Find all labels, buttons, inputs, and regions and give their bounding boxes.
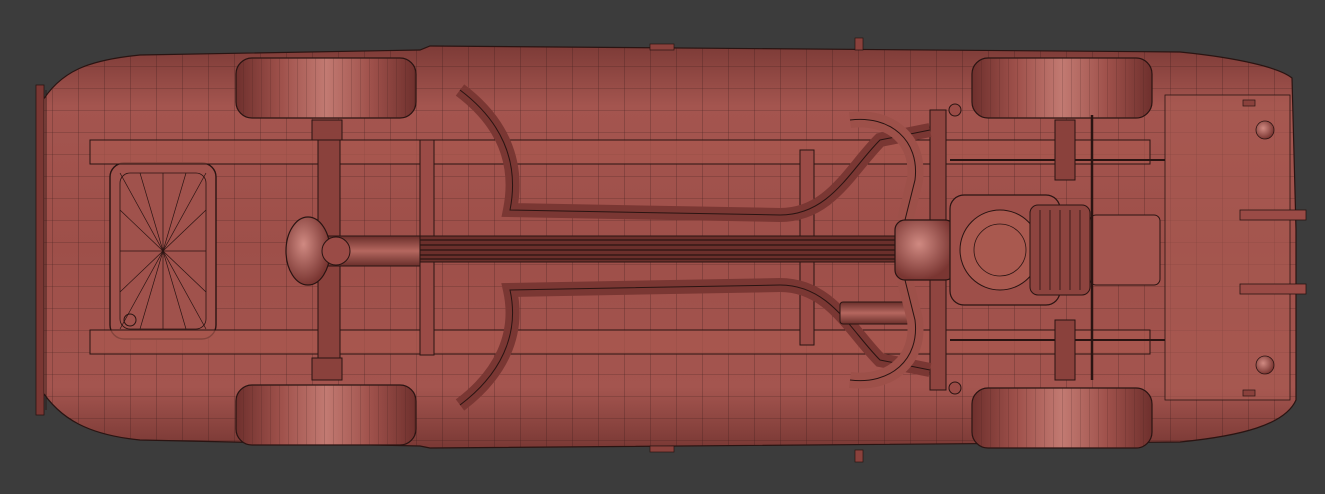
rear-left-tire bbox=[235, 57, 417, 119]
rear-suspension-mount bbox=[311, 119, 343, 381]
exhaust-pipe-left bbox=[455, 84, 932, 223]
crossover-pipe bbox=[849, 111, 924, 389]
mounting-tabs bbox=[649, 37, 1256, 463]
rear-bumper bbox=[35, 84, 47, 416]
front-left-tire bbox=[971, 57, 1153, 119]
transmission bbox=[894, 219, 956, 281]
front-right-tire bbox=[971, 387, 1153, 449]
differential bbox=[285, 216, 351, 286]
spare-tire-well bbox=[109, 162, 217, 340]
engine-block bbox=[949, 194, 1161, 306]
driveshaft bbox=[419, 235, 911, 263]
front-bumper bbox=[1164, 94, 1307, 401]
muffler bbox=[839, 301, 911, 325]
exhaust-pipe-right bbox=[455, 277, 932, 411]
front-suspension bbox=[948, 103, 1165, 395]
rear-right-tire bbox=[235, 384, 417, 446]
chassis-frame bbox=[89, 109, 1151, 391]
